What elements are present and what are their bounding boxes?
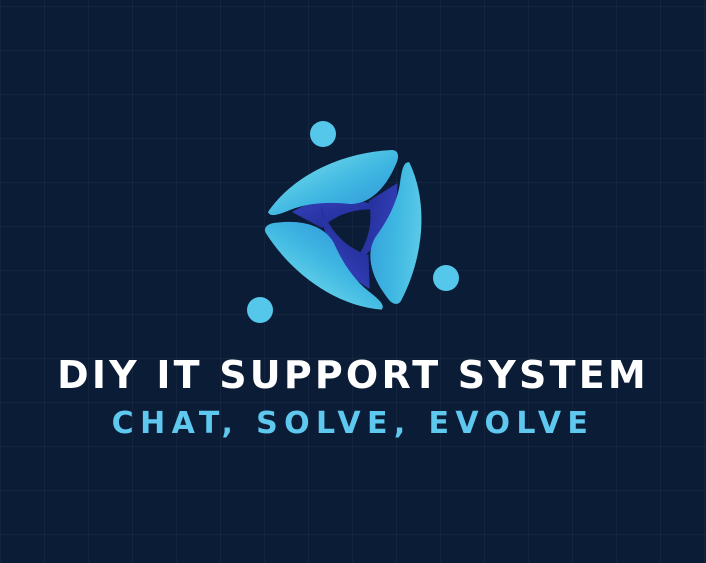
head-right-icon — [433, 265, 459, 291]
head-left-icon — [247, 297, 273, 323]
brand-tagline: CHAT, SOLVE, EVOLVE — [111, 406, 595, 441]
head-top-icon — [310, 121, 336, 147]
three-people-circle-icon — [247, 121, 464, 330]
brand-title: DIY IT SUPPORT SYSTEM — [57, 353, 649, 397]
